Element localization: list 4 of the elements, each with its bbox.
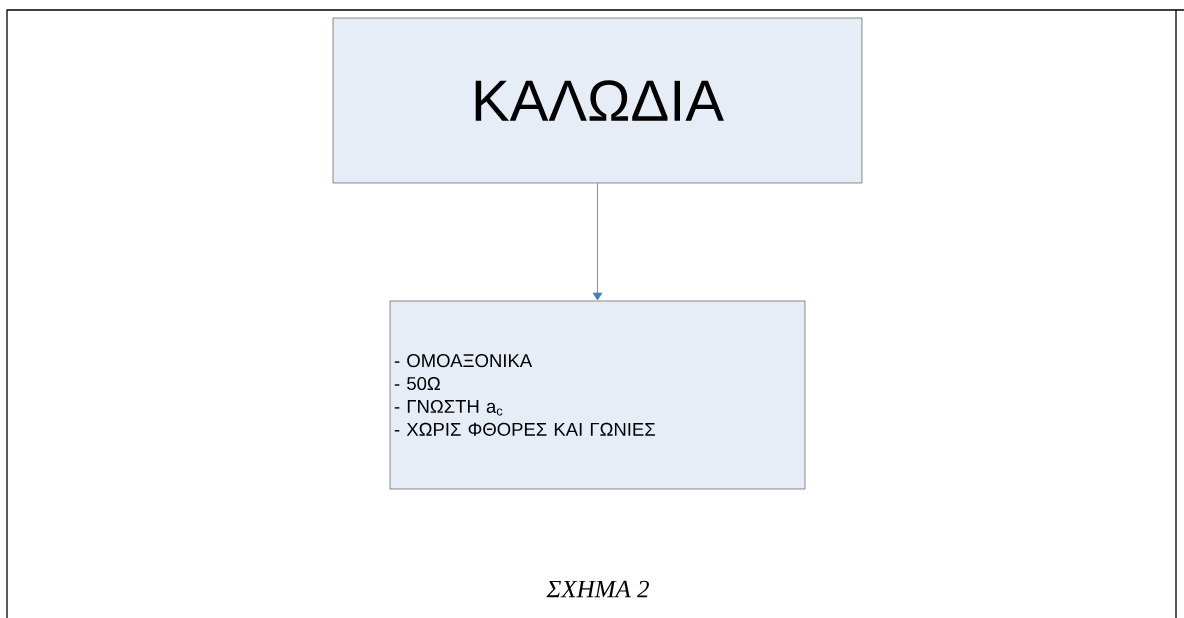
text-box: - ΟΜΟΑΞΟΝΙΚΑ - 50Ω - ΓΝΩΣΤΗ a$_{c}$ - ΧΩΡΙΣ ΦΘΟΡΕΣ ΚΑΙ ΓΩΝΙΕΣ [389,300,806,490]
figure-caption: ΣΧΗΜΑ 2 [546,580,649,598]
text-box: ΚΑΛΩΔΙΑ [332,17,863,184]
arrow [592,182,603,301]
